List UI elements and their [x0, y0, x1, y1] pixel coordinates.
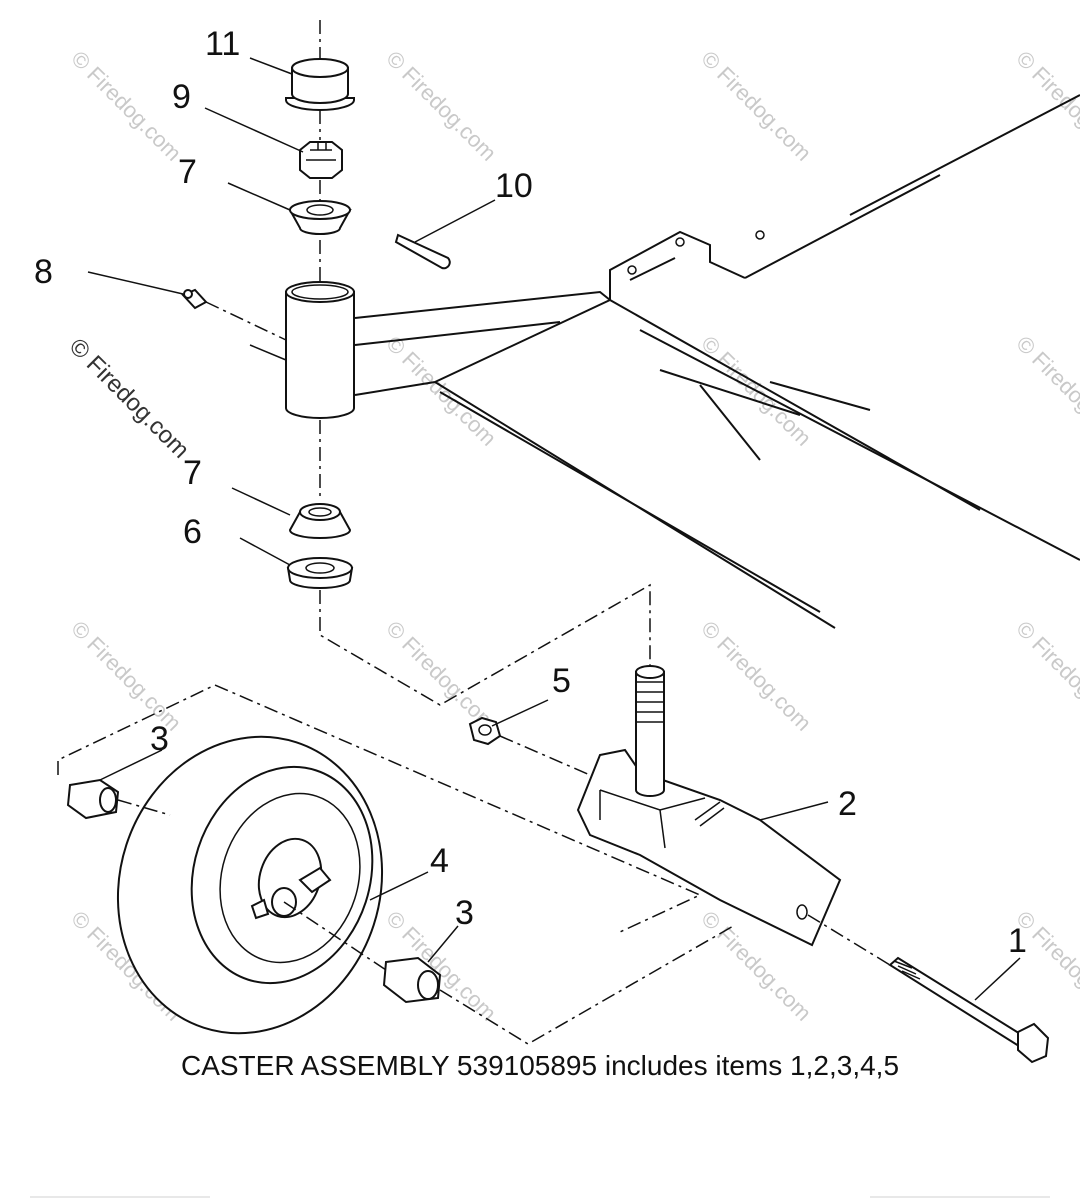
callout-label: 11: [205, 25, 240, 63]
assembly-lines: [57, 20, 891, 1045]
callout-label: 7: [183, 454, 202, 492]
watermark: © Firedog.com: [381, 46, 501, 166]
callout-label: 2: [838, 785, 857, 823]
watermark: © Firedog.com: [696, 46, 816, 166]
callout-label: 3: [150, 720, 169, 758]
grease-fitting-part: [181, 288, 208, 310]
callout-label: 8: [34, 253, 53, 291]
callout-label: 4: [430, 842, 449, 880]
bearing-cup-part: [286, 557, 354, 589]
cotter-pin-part: [394, 233, 451, 270]
callout-label: 10: [495, 167, 533, 205]
callout-label: 9: [172, 78, 191, 116]
watermark: © Firedog.com: [66, 46, 186, 166]
bottom-divider: [0, 1196, 1080, 1200]
wheel-part: [116, 735, 384, 1035]
assembly-caption: CASTER ASSEMBLY 539105895 includes items…: [180, 1050, 900, 1081]
callout-label: 5: [552, 662, 571, 700]
watermark: © Firedog.com: [1011, 331, 1080, 451]
watermark: © Firedog.com: [1011, 616, 1080, 736]
spacer-right-part: [382, 956, 442, 1004]
watermark: © Firedog.com: [696, 616, 816, 736]
lock-nut-part: [468, 716, 502, 746]
watermark: © Firedog.com: [381, 331, 501, 451]
callouts: 11 9 7 10 8 7 6 5 3 2 4 3 1: [34, 25, 1027, 960]
castle-nut-part: [299, 141, 343, 179]
spacer-left-part: [66, 778, 120, 820]
caster-tube: [285, 281, 355, 419]
leader-lines: [87, 57, 1021, 1001]
watermark: © Firedog.com: [66, 616, 186, 736]
callout-label: 6: [183, 513, 202, 551]
upper-bearing-part: [288, 200, 352, 235]
callout-label: 3: [455, 894, 474, 932]
callout-label: 7: [178, 153, 197, 191]
lower-bearing-part: [288, 503, 352, 539]
mower-deck: [354, 94, 1080, 629]
callout-label: 1: [1008, 922, 1027, 960]
watermark-dark: © Firedog.com: [64, 333, 195, 464]
dust-cap-part: [285, 58, 355, 111]
axle-bolt-part: [888, 956, 1050, 1064]
watermark: © Firedog.com: [1011, 46, 1080, 166]
caster-fork-part: [576, 665, 842, 947]
